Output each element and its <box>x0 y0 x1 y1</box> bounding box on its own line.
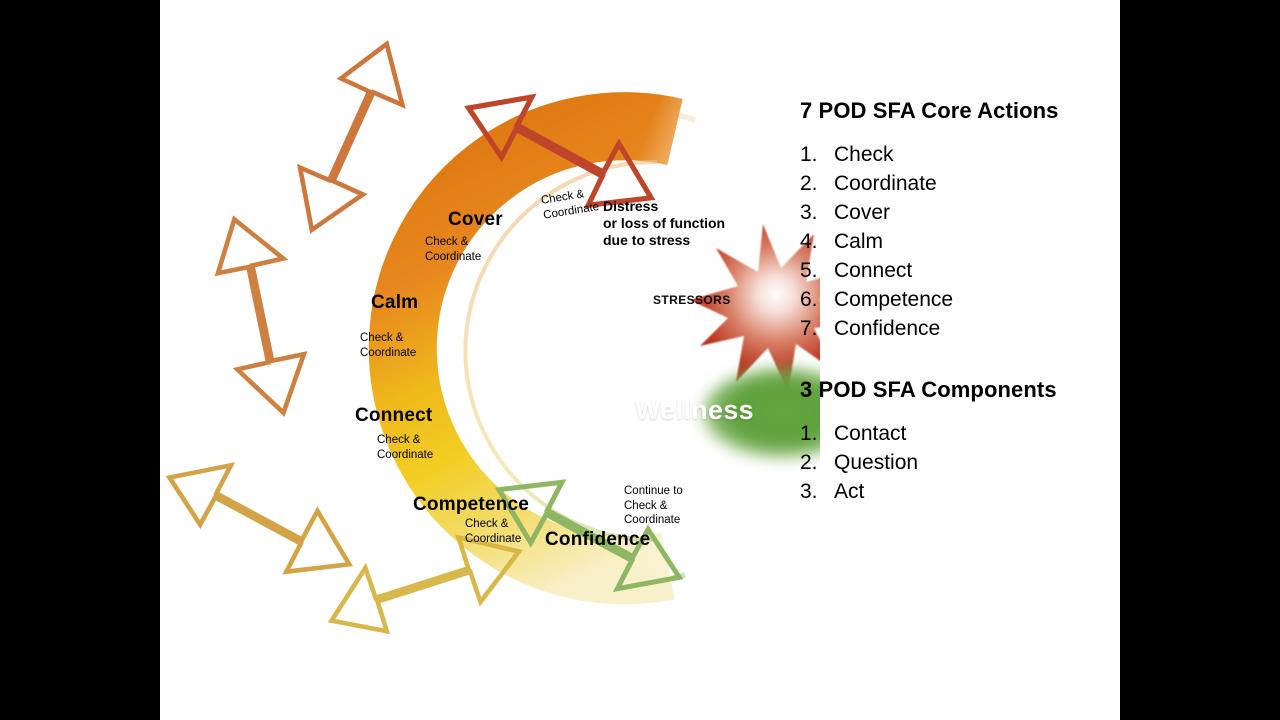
list-item-number: 2. <box>800 172 818 195</box>
list-item-number: 3. <box>800 201 818 224</box>
list-item: 4. Calm <box>800 227 1120 256</box>
step-label-cover: Cover <box>448 209 503 230</box>
arrow-calm-to-connect <box>214 215 308 417</box>
wellness-label: Wellness <box>635 395 754 425</box>
core-actions-title: 7 POD SFA Core Actions <box>800 98 1059 123</box>
list-item-label: Competence <box>834 288 954 311</box>
text-panel: 7 POD SFA Core Actions 1. Check 2. Coord… <box>800 98 1120 506</box>
arrow-entry-cover <box>464 93 656 209</box>
panel-spacer <box>800 343 1120 377</box>
stressors-label: STRESSORS <box>653 293 731 307</box>
step-label-connect: Connect <box>355 405 433 426</box>
step-note-cover: Check & Coordinate <box>425 236 482 263</box>
letterbox-bar-right <box>1120 0 1280 720</box>
list-item-label: Act <box>834 480 865 503</box>
list-item: 3. Cover <box>800 198 1120 227</box>
list-item: 3. Act <box>800 477 1120 506</box>
main-arc-band <box>368 60 820 670</box>
step-note-competence: Check & Coordinate <box>465 518 522 545</box>
list-item-number: 2. <box>800 451 818 474</box>
list-item: 2. Coordinate <box>800 169 1120 198</box>
step-label-confidence: Confidence <box>545 529 651 550</box>
step-note-calm: Check & Coordinate <box>360 332 417 359</box>
arrow-exit-wellness <box>494 479 684 593</box>
stressors-starburst <box>690 224 820 392</box>
step-note-confidence: Continue to Check & Coordinate <box>624 485 683 526</box>
distress-label: Distress or loss of function due to stre… <box>603 198 726 248</box>
components-list: 1. Contact 2. Question 3. Act <box>800 419 1120 506</box>
list-item-label: Connect <box>834 259 913 282</box>
letterbox-bar-left <box>0 0 160 720</box>
cycle-arc-graphic <box>165 40 820 670</box>
slide-content-area: Cover Check & Coordinate Calm Check & Co… <box>160 0 1120 720</box>
list-item-label: Cover <box>834 201 891 224</box>
list-item-label: Check <box>834 143 894 166</box>
components-title: 3 POD SFA Components <box>800 377 1057 402</box>
arrow-competence-to-confidence <box>327 534 523 635</box>
step-note-connect: Check & Coordinate <box>377 434 434 461</box>
list-item: 1. Check <box>800 140 1120 169</box>
core-actions-list: 1. Check 2. Coordinate 3. Cover 4. Calm … <box>800 140 1120 343</box>
list-item-label: Calm <box>834 230 884 253</box>
step-label-calm: Calm <box>371 292 419 313</box>
list-item-number: 1. <box>800 143 818 166</box>
list-item-number: 4. <box>800 230 818 253</box>
list-item-number: 3. <box>800 480 818 503</box>
step-label-competence: Competence <box>413 494 530 515</box>
list-item: 1. Contact <box>800 419 1120 448</box>
list-item-label: Coordinate <box>834 172 937 195</box>
list-item: 2. Question <box>800 448 1120 477</box>
arrow-connect-to-competence <box>165 462 354 575</box>
list-item-label: Contact <box>834 422 907 445</box>
list-item-label: Question <box>834 451 919 474</box>
list-item-number: 7. <box>800 317 818 340</box>
list-item: 5. Connect <box>800 256 1120 285</box>
wellness-oval <box>700 367 820 461</box>
list-item-number: 6. <box>800 288 818 311</box>
list-item: 7. Confidence <box>800 314 1120 343</box>
list-item: 6. Competence <box>800 285 1120 314</box>
list-item-number: 1. <box>800 422 818 445</box>
arrow-cover-to-calm <box>297 40 406 234</box>
list-item-label: Confidence <box>834 317 941 340</box>
list-item-number: 5. <box>800 259 818 282</box>
pod-sfa-cycle-diagram: Cover Check & Coordinate Calm Check & Co… <box>160 0 820 720</box>
